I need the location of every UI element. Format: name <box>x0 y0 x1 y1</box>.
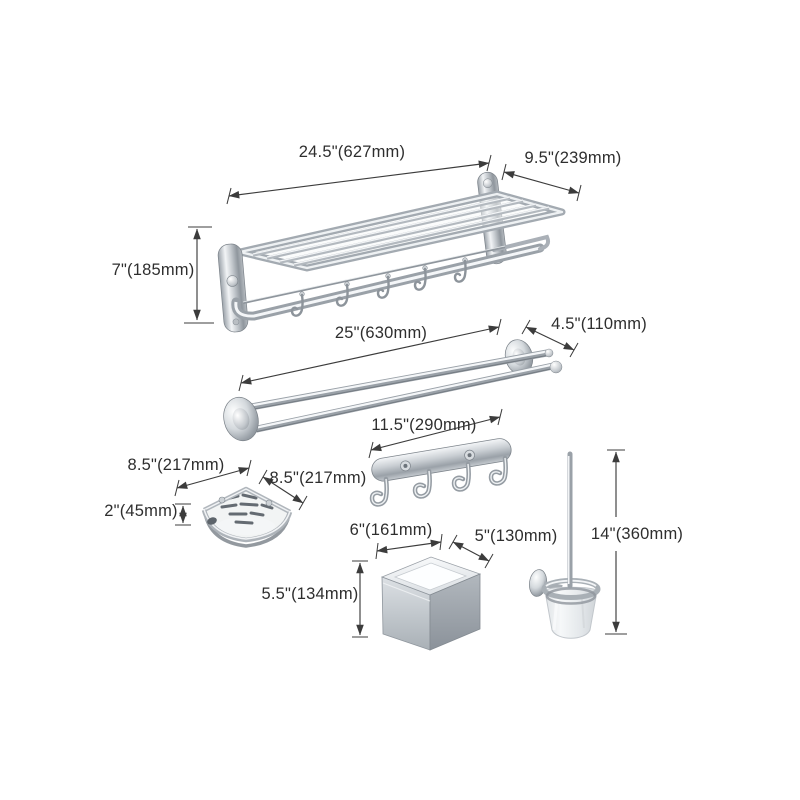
towel-rack-lower-bar <box>231 234 551 321</box>
towel-rack-shelf <box>236 190 566 272</box>
dim-rack-depth: 9.5"(239mm) <box>501 149 621 202</box>
tissue-box-side-face <box>429 573 481 651</box>
dim-rack-width: 24.5"(627mm) <box>226 143 492 205</box>
dim-label-box-depth: 5"(130mm) <box>475 527 558 545</box>
dim-box-width: 6"(161mm) <box>350 521 443 560</box>
hook-rail-hooks <box>369 455 508 507</box>
dim-label-box-width: 6"(161mm) <box>350 521 433 539</box>
corner-basket-screw-left <box>218 496 226 504</box>
towel-rack-illustration <box>217 171 566 333</box>
towel-rack-hook-rail <box>242 245 506 305</box>
dim-label-rack-depth: 9.5"(239mm) <box>524 149 621 167</box>
dim-basket-depth: 8.5"(217mm) <box>258 469 366 511</box>
corner-basket-dish-lip <box>217 517 275 535</box>
dim-hook-rail-length: 11.5"(290mm) <box>368 408 503 459</box>
dimension-annotations: 24.5"(627mm) 9.5"(239mm) 7"(185mm) 25"(6… <box>104 143 683 638</box>
corner-basket-screw-right <box>265 499 273 507</box>
corner-basket-rim <box>201 486 293 548</box>
towel-bar-left-flange <box>223 396 259 442</box>
dim-basket-width: 8.5"(217mm) <box>127 456 252 497</box>
dim-label-rack-width: 24.5"(627mm) <box>299 143 405 161</box>
dim-rack-height: 7"(185mm) <box>112 226 214 324</box>
dim-bar-depth: 4.5"(110mm) <box>521 315 647 358</box>
dim-label-basket-depth: 8.5"(217mm) <box>269 469 366 487</box>
towel-rack-sliding-hooks <box>290 257 468 317</box>
dim-box-height: 5.5"(134mm) <box>261 560 368 638</box>
tissue-box-lid <box>393 562 468 591</box>
dim-label-basket-width: 8.5"(217mm) <box>127 456 224 474</box>
dim-label-bar-depth: 4.5"(110mm) <box>551 315 647 333</box>
dim-label-hook-rail-length: 11.5"(290mm) <box>371 416 476 434</box>
dim-label-bar-length: 25"(630mm) <box>335 324 427 342</box>
dim-bar-length: 25"(630mm) <box>238 318 502 392</box>
hook-rail-illustration <box>369 438 512 507</box>
tissue-box-illustration <box>380 556 482 651</box>
toilet-brush-handle <box>567 451 573 589</box>
dim-box-depth: 5"(130mm) <box>448 527 558 569</box>
toilet-brush-illustration <box>529 451 601 639</box>
dim-brush-height: 14"(360mm) <box>591 449 683 635</box>
corner-basket-illustration <box>201 486 293 548</box>
dim-label-rack-height: 7"(185mm) <box>112 261 195 279</box>
dim-label-box-height: 5.5"(134mm) <box>261 585 358 603</box>
dim-basket-height: 2"(45mm) <box>104 502 191 526</box>
dim-label-basket-height: 2"(45mm) <box>104 502 177 520</box>
dim-label-brush-height: 14"(360mm) <box>591 525 683 543</box>
corner-basket-slot-pattern <box>220 493 274 525</box>
